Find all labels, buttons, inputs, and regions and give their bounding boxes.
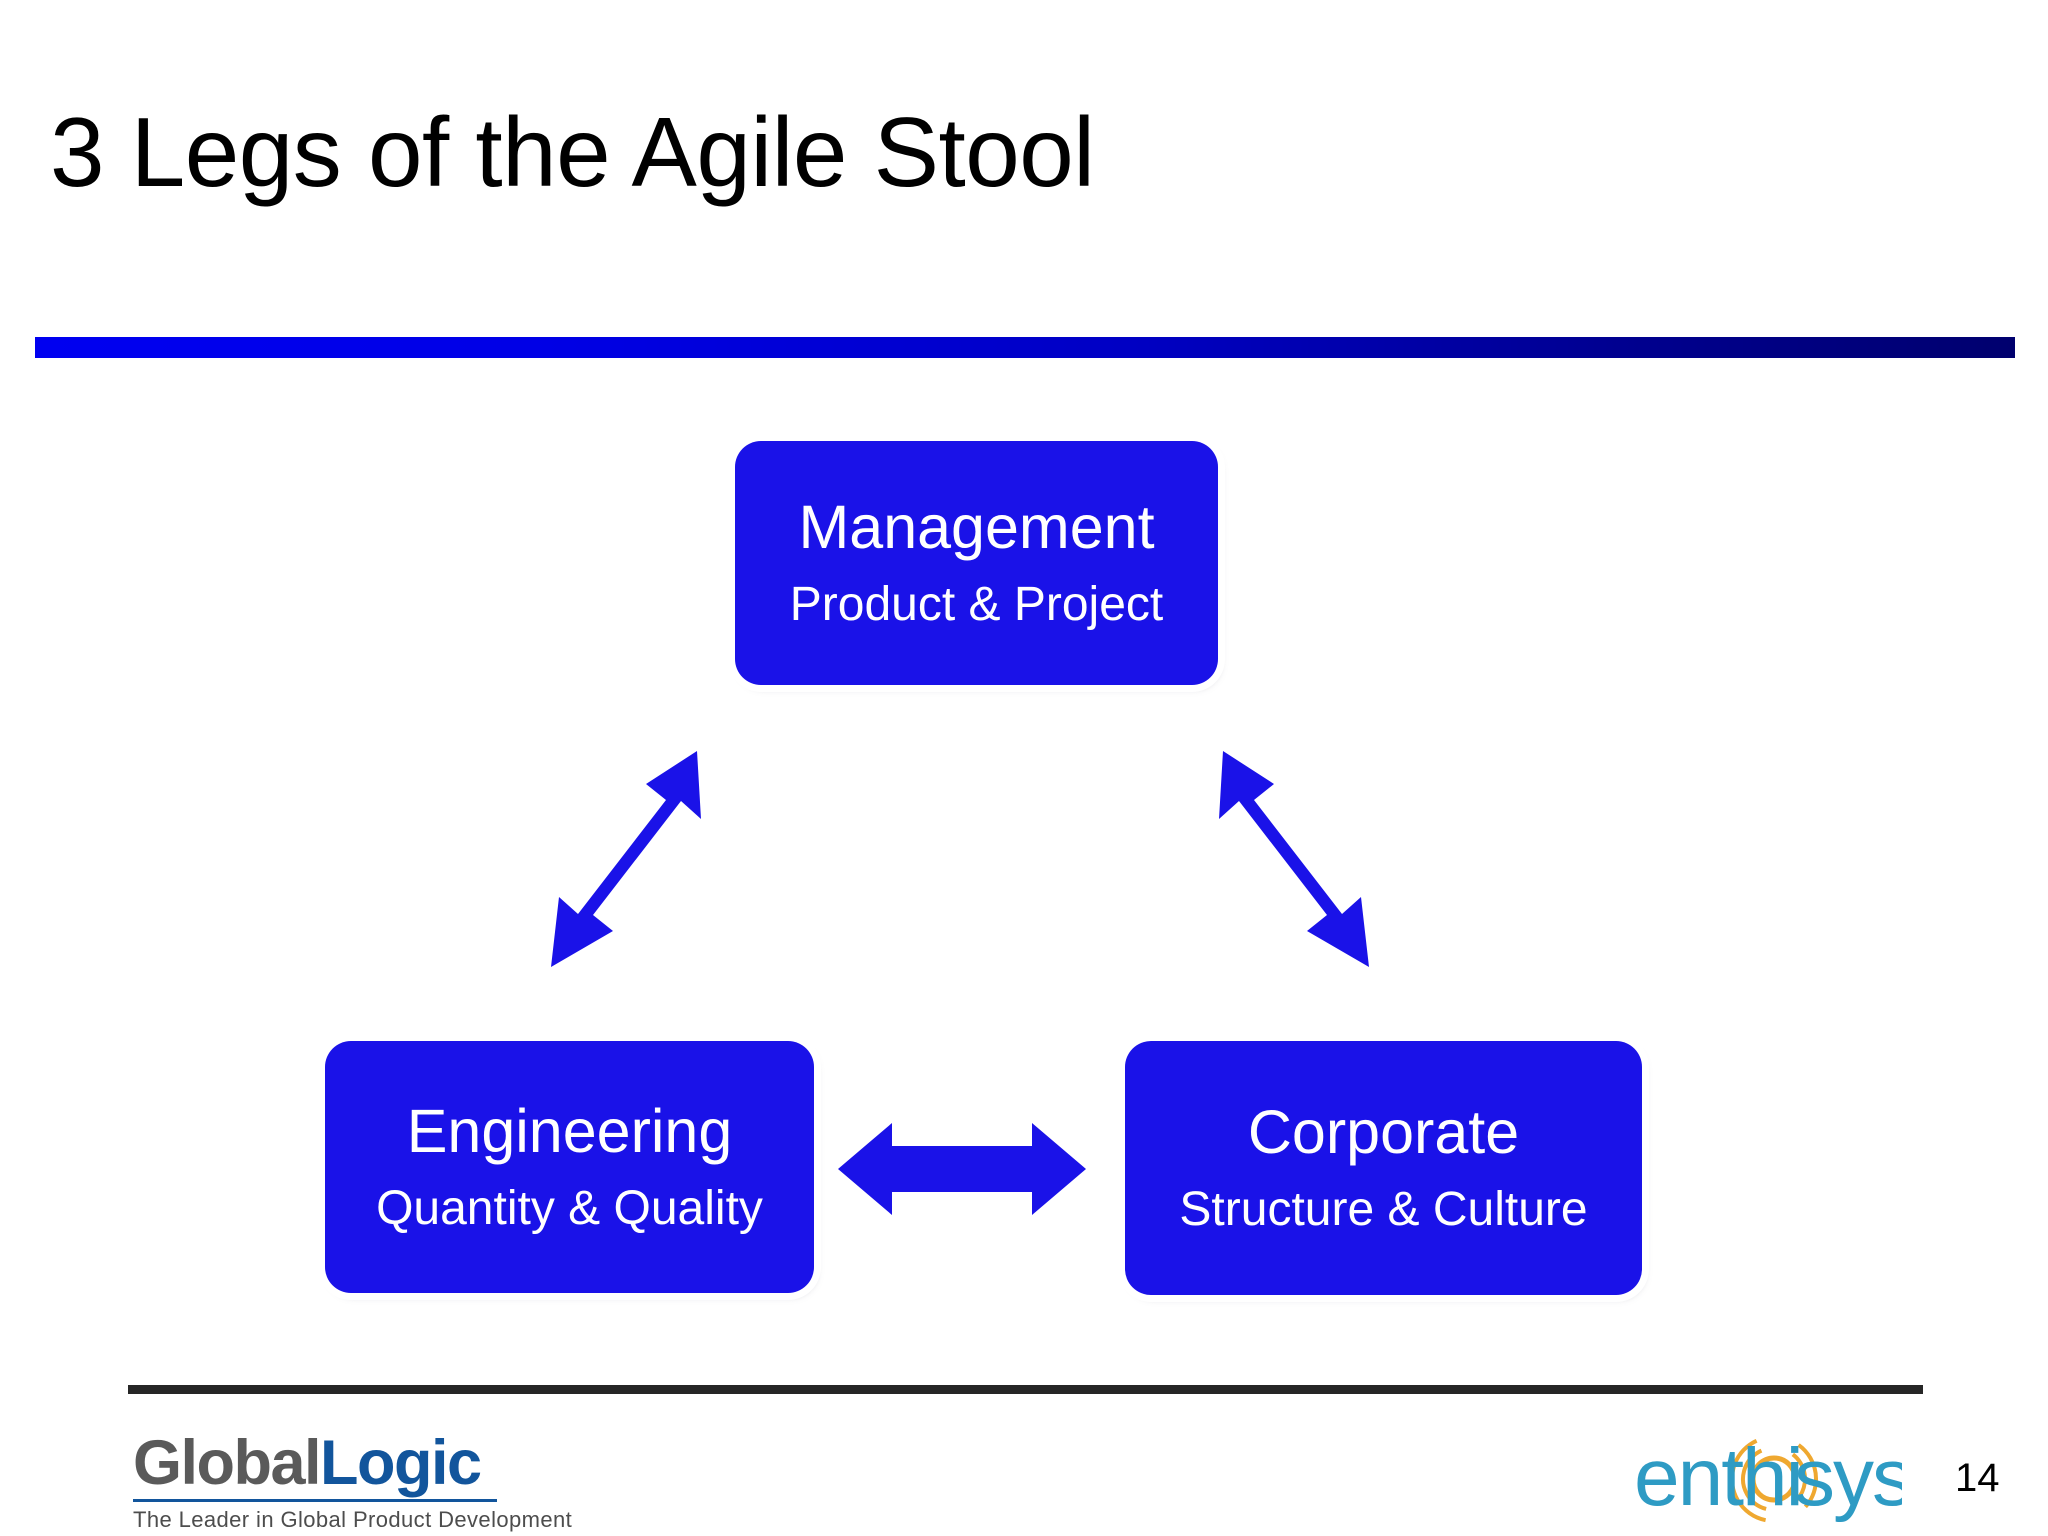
globallogic-logo: GlobalLogic The Leader in Global Product…: [133, 1432, 572, 1532]
globallogic-word-global: Global: [133, 1428, 322, 1498]
node-subtitle-management: Product & Project: [789, 578, 1164, 631]
enthiosys-wordmark-tail: sys: [1794, 1432, 1902, 1523]
diagram-node-corporate[interactable]: Corporate Structure & Culture: [1125, 1041, 1642, 1295]
node-title-corporate: Corporate: [1247, 1098, 1520, 1166]
globallogic-underline: [133, 1499, 497, 1502]
diagram-node-engineering[interactable]: Engineering Quantity & Quality: [325, 1041, 814, 1293]
globallogic-wordmark: GlobalLogic: [133, 1432, 523, 1495]
globallogic-word-logic: Logic: [320, 1428, 482, 1498]
footer-divider: [128, 1385, 1923, 1394]
globallogic-tagline: The Leader in Global Product Development: [133, 1507, 573, 1532]
enthiosys-logo: enthi sys: [1634, 1432, 1902, 1523]
node-subtitle-engineering: Quantity & Quality: [376, 1182, 763, 1235]
page-title: 3 Legs of the Agile Stool: [50, 97, 1095, 207]
page-number: 14: [1955, 1456, 2000, 1500]
double-arrow-icon-engineering-corporate: [838, 1123, 1086, 1215]
node-subtitle-corporate: Structure & Culture: [1179, 1183, 1588, 1236]
node-title-management: Management: [798, 493, 1155, 561]
diagram-node-management[interactable]: Management Product & Project: [735, 441, 1218, 685]
double-arrow-icon-management-engineering: [551, 751, 701, 967]
enthiosys-rings-icon: [1730, 1435, 1818, 1523]
double-arrow-icon-management-corporate: [1219, 751, 1369, 967]
node-title-engineering: Engineering: [406, 1097, 733, 1165]
title-divider-bar: [35, 337, 2015, 358]
enthiosys-wordmark: enthi: [1634, 1432, 1802, 1523]
